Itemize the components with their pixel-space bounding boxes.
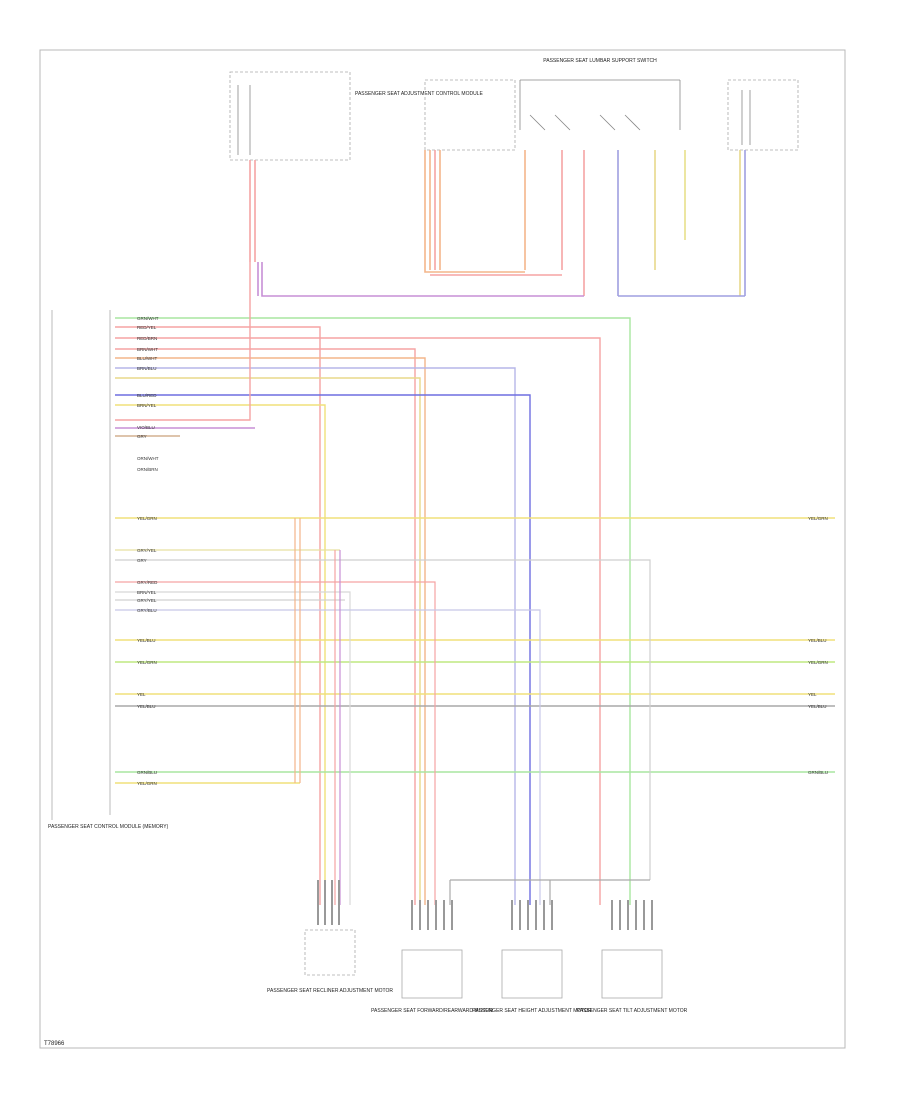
wire-label: BLU/RED: [137, 393, 157, 398]
wire-label: RED/YEL: [137, 325, 157, 330]
top-wire-bundles: [249, 150, 746, 297]
top-right-module: [727, 79, 799, 151]
wire-label: YEL: [808, 692, 817, 697]
wire-label: GRY: [137, 434, 147, 439]
wire-label: ORN/WHT: [137, 456, 159, 461]
right-connector-labels: YEL/GRN YEL/BLU YEL/GRN YEL YEL/BLU GRN/…: [808, 516, 828, 775]
wire-label: BRN/YEL: [137, 590, 157, 595]
wire-label: ORN/BRN: [137, 467, 158, 472]
motor-recliner-label: PASSENGER SEAT RECLINER ADJUSTMENT MOTOR: [267, 988, 393, 994]
motor-height-label: PASSENGER SEAT HEIGHT ADJUSTMENT MOTOR: [472, 1008, 592, 1014]
wire-label: YEL/GRN: [137, 660, 157, 665]
wire-label: GRN/WHT: [137, 316, 159, 321]
left-module: PASSENGER SEAT CONTROL MODULE (MEMORY): [48, 310, 169, 830]
wire-label: YEL/GRN: [137, 516, 157, 521]
left-module-label: PASSENGER SEAT CONTROL MODULE (MEMORY): [48, 824, 169, 830]
wire-label: BRN/WHT: [137, 347, 158, 352]
wire-label: YEL: [137, 692, 146, 697]
wire-label: YEL/BLU: [137, 638, 156, 643]
top-center-switch: PASSENGER SEAT LUMBAR SUPPORT SWITCH: [424, 58, 681, 151]
long-horizontal-wires: [115, 517, 835, 784]
wire-label: YEL/BLU: [808, 704, 827, 709]
wire-label: BRN/BLU: [137, 366, 157, 371]
wire-label: GRN/BLU: [808, 770, 828, 775]
diagram-code: T78966: [44, 1041, 65, 1047]
wire-label: GRY/YEL: [137, 548, 157, 553]
wire-label: BRN/YEL: [137, 403, 157, 408]
top-center-switch-label: PASSENGER SEAT LUMBAR SUPPORT SWITCH: [543, 58, 657, 64]
wire-label: GRY: [137, 558, 147, 563]
motor-forward-rearward-label: PASSENGER SEAT FORWARD/REARWARD MOTOR: [371, 1008, 493, 1014]
wire-label: YEL/BLU: [137, 704, 156, 709]
wire-label: GRY/BLU: [137, 608, 157, 613]
wire-label: YEL/GRN: [808, 660, 828, 665]
motor-height: PASSENGER SEAT HEIGHT ADJUSTMENT MOTOR: [472, 949, 592, 1014]
left-wires-middle: [115, 518, 651, 905]
motor-tilt-label: PASSENGER SEAT TILT ADJUSTMENT MOTOR: [577, 1008, 688, 1014]
left-connector-labels: GRN/WHT RED/YEL RED/BRN BRN/WHT BLU/WHT …: [137, 316, 159, 786]
top-left-module: PASSENGER SEAT ADJUSTMENT CONTROL MODULE: [229, 71, 483, 161]
wire-label: GRY/YEL: [137, 598, 157, 603]
left-wires-upper: [115, 262, 631, 905]
wire-label: YEL/BLU: [808, 638, 827, 643]
wire-label: GRN/BLU: [137, 770, 157, 775]
wire-label: BLU/WHT: [137, 356, 158, 361]
wire-label: YEL/GRN: [137, 781, 157, 786]
motor-forward-rearward: PASSENGER SEAT FORWARD/REARWARD MOTOR: [371, 949, 493, 1014]
wire-label: RED/BRN: [137, 336, 157, 341]
bottom-connectors: [317, 880, 653, 930]
top-left-module-label: PASSENGER SEAT ADJUSTMENT CONTROL MODULE: [355, 91, 483, 97]
wire-label: VIO/BLU: [137, 425, 155, 430]
wire-label: YEL/GRN: [808, 516, 828, 521]
wire-label: GRY/RED: [137, 580, 158, 585]
motor-recliner: PASSENGER SEAT RECLINER ADJUSTMENT MOTOR: [267, 929, 393, 994]
motor-tilt: PASSENGER SEAT TILT ADJUSTMENT MOTOR: [577, 949, 688, 1014]
diagram-frame: [39, 49, 846, 1049]
